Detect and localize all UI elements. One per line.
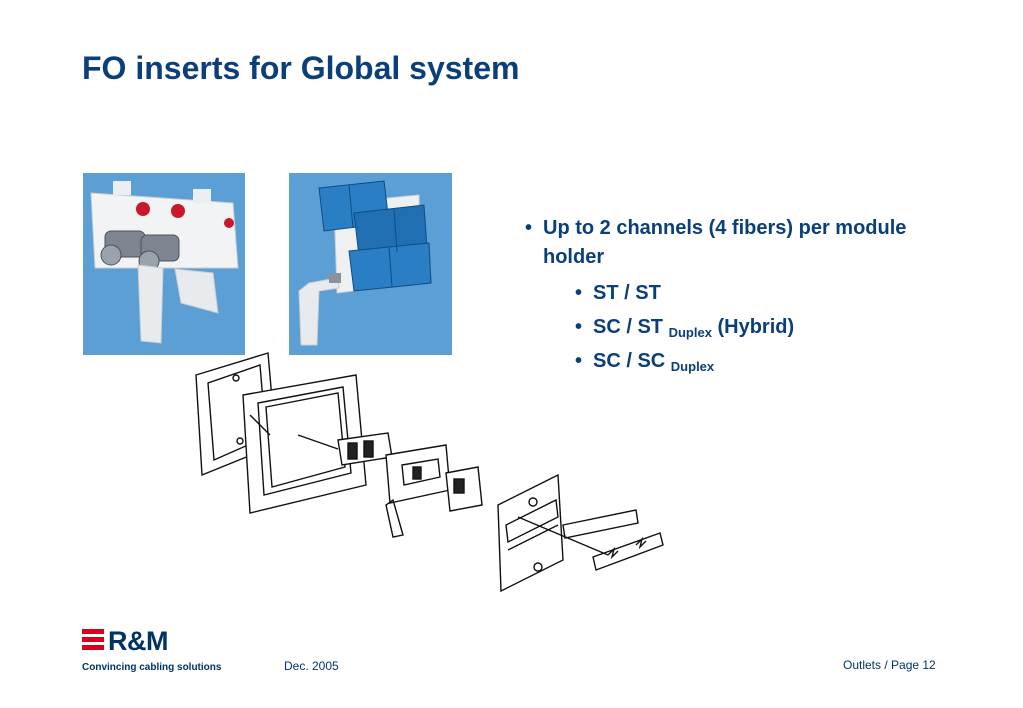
connector-options: ST / ST SC / ST Duplex (Hybrid) SC / SC … [525, 276, 925, 378]
slide-title: FO inserts for Global system [82, 50, 520, 86]
footer-page-number: Outlets / Page 12 [843, 658, 936, 672]
logo-stripes-icon [82, 629, 104, 653]
rm-logo: R&M Convincing cabling solutions [82, 626, 222, 676]
bullet-st-st: ST / ST [525, 276, 925, 310]
logo-tagline: Convincing cabling solutions [82, 662, 222, 673]
bullet-sc-sc: SC / SC Duplex [525, 344, 925, 378]
sc-insert-photo [289, 173, 452, 355]
bullet-subscript: Duplex [668, 325, 712, 340]
bullet-text: ST / ST [593, 282, 661, 304]
exploded-assembly-drawing [188, 345, 673, 595]
st-insert-photo [83, 173, 245, 355]
bullet-sc-st: SC / ST Duplex (Hybrid) [525, 310, 925, 344]
logo-name: R&M [108, 626, 169, 656]
bullet-text: SC / SC [593, 350, 671, 372]
bullet-channels: Up to 2 channels (4 fibers) per module h… [525, 214, 925, 272]
bullet-suffix: (Hybrid) [711, 316, 795, 338]
bullet-subscript: Duplex [670, 359, 715, 374]
footer-date: Dec. 2005 [284, 659, 339, 673]
bullet-text: SC / ST [593, 316, 669, 338]
feature-list: Up to 2 channels (4 fibers) per module h… [525, 214, 925, 378]
